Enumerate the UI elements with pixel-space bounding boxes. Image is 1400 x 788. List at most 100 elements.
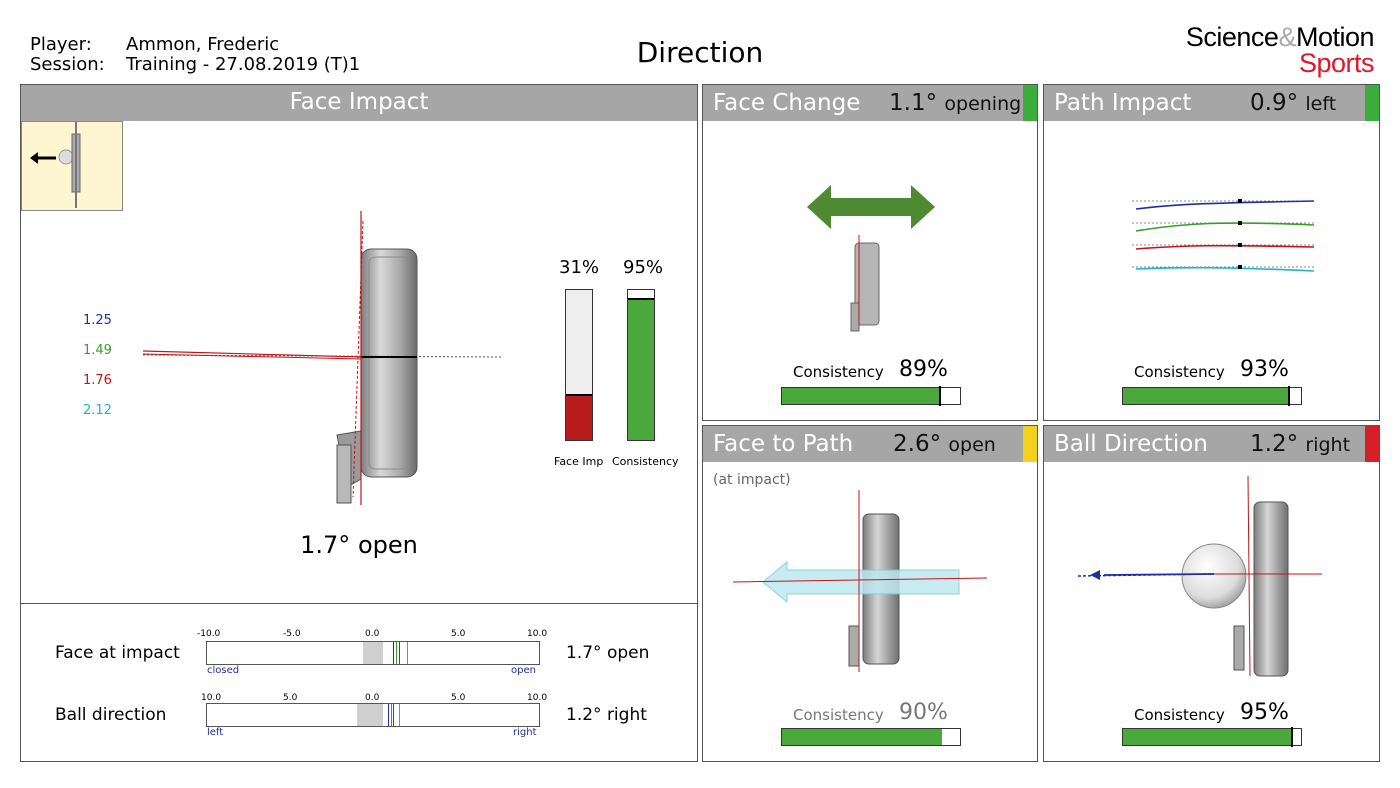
consistency-bar-fill: [628, 297, 654, 440]
face-to-path-value: 2.6° open: [893, 430, 996, 459]
path-impact-consistency-label: Consistency: [1134, 363, 1225, 381]
ball-direction-status-flag: [1365, 426, 1379, 462]
face-tick-3: 0.0: [365, 629, 380, 639]
path-impact-consistency-fill: [1123, 388, 1289, 404]
face-impact-panel: Face Impact 1.25 1.49 1.76 2.12: [20, 84, 698, 762]
ball-direction-consistency-label: Consistency: [1134, 706, 1225, 724]
face-change-consistency-label: Consistency: [793, 363, 884, 381]
brand-motion: Motion: [1295, 22, 1375, 52]
session-label: Session:: [30, 54, 105, 75]
legend-item-2: 1.49: [83, 343, 112, 358]
face-tick-2: -5.0: [283, 629, 301, 639]
path-impact-consistency-tick: [1287, 386, 1290, 406]
face-scale-mark-1: [393, 642, 394, 664]
putter-thumbnail[interactable]: [21, 121, 123, 211]
legend-item-4: 2.12: [83, 403, 112, 418]
brand-logo-top: Science&Motion: [1170, 22, 1375, 53]
face-imp-bar: [565, 289, 593, 441]
face-scale-mark-3: [399, 642, 400, 664]
face-to-path-status-flag: [1023, 426, 1037, 462]
face-change-value: 1.1° opening: [889, 89, 1021, 118]
face-to-path-header: Face to Path 2.6° open: [703, 426, 1037, 462]
path-impact-header: Path Impact 0.9° left: [1044, 85, 1379, 121]
ball-scale-right: right: [513, 727, 537, 738]
face-impact-title: Face Impact: [289, 89, 429, 115]
face-scale: [206, 641, 540, 665]
face-change-consistency-value: 89%: [899, 357, 948, 382]
legend-item-3: 1.76: [83, 373, 112, 388]
path-impact-panel: Path Impact 0.9° left Consistency 93%: [1043, 84, 1380, 421]
face-impact-header: Face Impact: [21, 85, 697, 121]
face-to-path-panel: Face to Path 2.6° open (at impact) Consi…: [702, 425, 1038, 762]
face-impact-value: 1.7° open: [300, 531, 418, 559]
ball-direction-panel: Ball Direction 1.2° right Consistency 95…: [1043, 425, 1380, 762]
ball-tick-3: 0.0: [365, 693, 380, 703]
ball-scale-mark-1: [388, 704, 389, 726]
player-label: Player:: [30, 34, 92, 55]
ball-scale-mark-4: [399, 704, 400, 726]
ball-direction-value: 1.2° right: [566, 705, 647, 725]
ball-direction-consistency-value: 95%: [1240, 700, 1289, 725]
face-to-path-note: (at impact): [713, 472, 791, 488]
face-at-impact-label: Face at impact: [55, 643, 180, 663]
ball-direction-title: Ball Direction: [1054, 431, 1208, 457]
ball-direction-graphic: [1077, 475, 1322, 677]
face-scale-closed: closed: [207, 665, 240, 676]
brand-sports: Sports: [1298, 48, 1375, 78]
thumbnail-graphic: [30, 122, 81, 208]
face-change-consistency-fill: [782, 388, 941, 404]
brand-amp: &: [1278, 22, 1296, 52]
path-impact-degrees: 0.9°: [1250, 90, 1299, 116]
face-scale-zone: [363, 642, 383, 664]
face-to-path-consistency-bar: [781, 728, 961, 746]
face-at-impact-value: 1.7° open: [566, 643, 650, 663]
consistency-percent: 95%: [623, 257, 664, 278]
ball-scale-mark-3: [393, 704, 394, 726]
face-change-header: Face Change 1.1° opening: [703, 85, 1037, 121]
ball-tick-1: 10.0: [201, 693, 222, 703]
ball-direction-header: Ball Direction 1.2° right: [1044, 426, 1379, 462]
path-impact-status-flag: [1365, 85, 1379, 121]
section-divider: [21, 603, 697, 604]
ball-direction-consistency-tick: [1291, 727, 1294, 747]
face-tick-5: 10.0: [527, 629, 548, 639]
face-change-unit: opening: [944, 93, 1022, 115]
face-change-panel: Face Change 1.1° opening Consistency 89%: [702, 84, 1038, 421]
face-change-consistency-tick: [939, 386, 942, 406]
face-scale-open: open: [511, 665, 536, 676]
ball-direction-consistency-fill: [1123, 729, 1293, 745]
consistency-bar: [627, 289, 655, 441]
face-change-title: Face Change: [713, 90, 861, 116]
brand-science: Science: [1185, 22, 1279, 52]
face-tick-1: -10.0: [197, 629, 221, 639]
path-impact-unit: left: [1305, 93, 1337, 115]
path-impact-graphic: [1132, 199, 1315, 272]
face-to-path-title: Face to Path: [713, 431, 854, 457]
face-to-path-degrees: 2.6°: [893, 431, 942, 457]
face-imp-percent: 31%: [559, 257, 600, 278]
face-to-path-consistency-fill: [782, 729, 943, 745]
face-to-path-unit: open: [948, 434, 996, 456]
face-to-path-consistency-value: 90%: [899, 700, 948, 725]
face-change-degrees: 1.1°: [889, 90, 938, 116]
path-impact-value: 0.9° left: [1250, 89, 1336, 118]
face-to-path-consistency-label: Consistency: [793, 706, 884, 724]
legend-item-1: 1.25: [83, 313, 112, 328]
face-imp-bar-label: Face Imp: [554, 455, 604, 468]
face-scale-mark-4: [407, 642, 408, 664]
path-impact-consistency-value: 93%: [1240, 357, 1289, 382]
path-impact-title: Path Impact: [1054, 90, 1192, 116]
ball-tick-2: 5.0: [283, 693, 298, 703]
ball-direction-panel-value: 1.2° right: [1250, 430, 1350, 459]
ball-direction-degrees: 1.2°: [1250, 431, 1299, 457]
ball-scale: [206, 703, 540, 727]
consistency-bar-label: Consistency: [612, 455, 679, 468]
player-value: Ammon, Frederic: [126, 34, 280, 55]
ball-scale-zone: [357, 704, 383, 726]
ball-tick-5: 10.0: [527, 693, 548, 703]
face-change-consistency-bar: [781, 386, 961, 406]
path-impact-consistency-bar: [1122, 386, 1302, 406]
face-change-status-flag: [1023, 85, 1037, 121]
putter-face-graphic: [142, 211, 502, 505]
face-to-path-graphic: [732, 490, 988, 672]
